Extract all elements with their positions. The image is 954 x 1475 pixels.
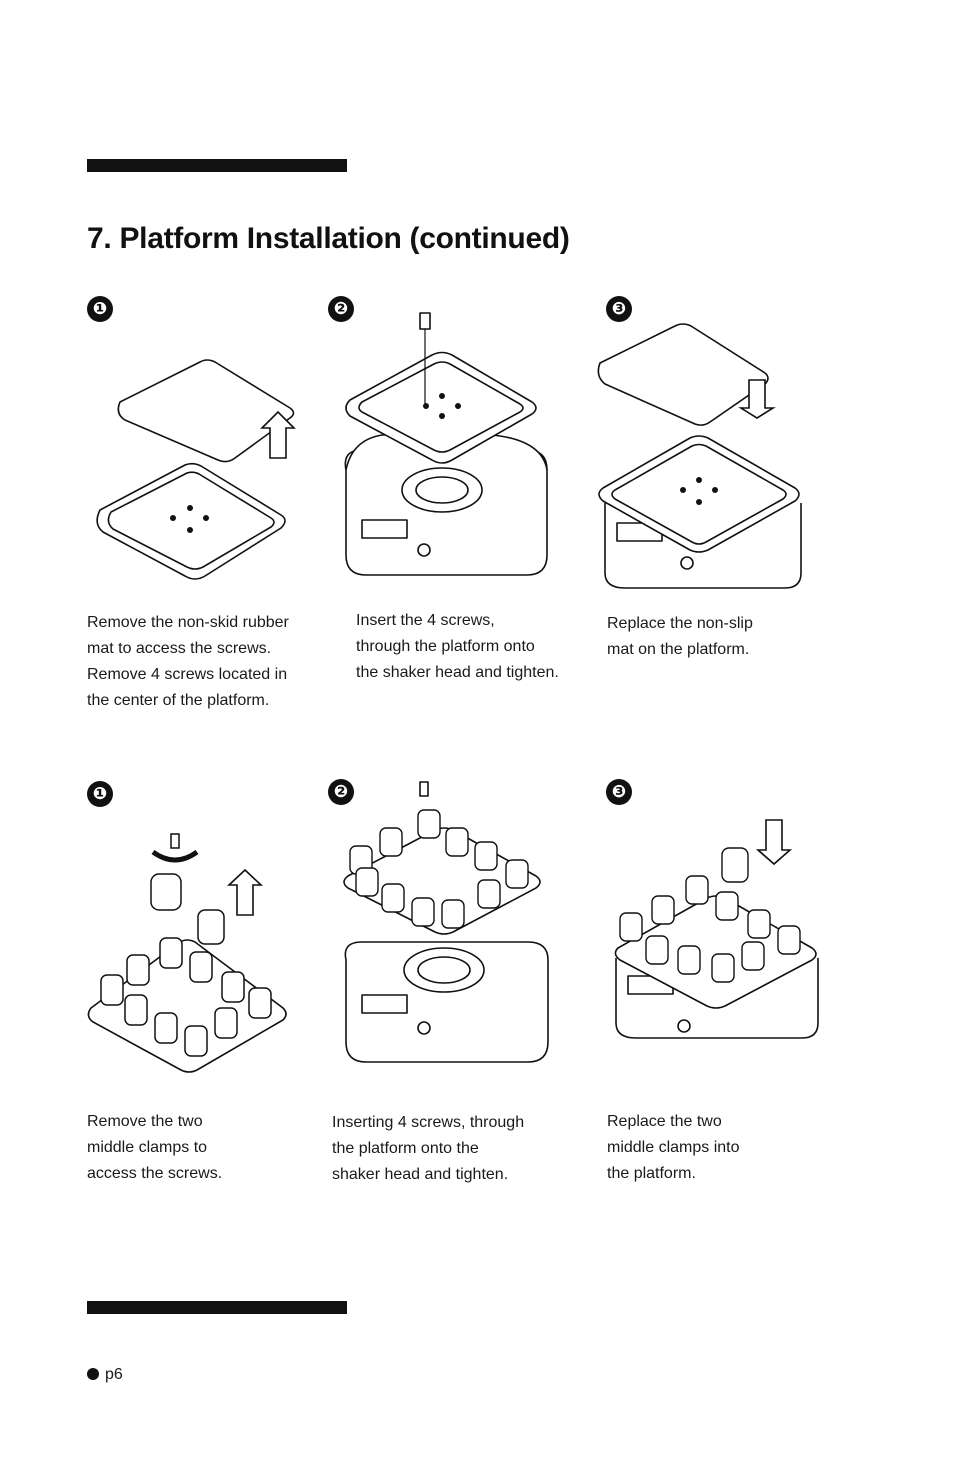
clamp-step-2-caption: Inserting 4 screws, through the platform…: [332, 1114, 525, 1183]
page-title: 7. Platform Installation (continued): [87, 222, 570, 255]
clamp-step-3-caption: Replace the two middle clamps into the p…: [607, 1113, 740, 1182]
clamp-step-2-number: ❷: [328, 779, 354, 805]
step-3-number: ❸: [606, 296, 632, 322]
remove-clamps-illustration: [87, 833, 287, 1073]
insert-screws-illustration: [344, 312, 548, 576]
replace-clamps-illustration: [614, 819, 819, 1039]
remove-mat-illustration: [96, 359, 296, 580]
bullet-icon: [87, 1368, 99, 1380]
clamp-insert-screws-illustration: [343, 781, 549, 1063]
step-3-caption: Replace the non-slip mat on the platform…: [607, 615, 753, 658]
bottom-rule: [87, 1301, 347, 1314]
step-2-number: ❷: [328, 296, 354, 322]
step-1-caption: Remove the non-skid rubber mat to access…: [87, 614, 289, 709]
clamp-step-1-caption: Remove the two middle clamps to access t…: [87, 1113, 223, 1182]
step-2-caption: Insert the 4 screws, through the platfor…: [356, 612, 559, 681]
top-rule: [87, 159, 347, 172]
replace-mat-illustration: [597, 323, 802, 589]
clamp-step-1-number: ❶: [87, 781, 113, 807]
step-1-number: ❶: [87, 296, 113, 322]
page-number: p6: [105, 1366, 123, 1383]
page-footer: p6: [87, 1366, 123, 1384]
clamp-step-3-number: ❸: [606, 779, 632, 805]
